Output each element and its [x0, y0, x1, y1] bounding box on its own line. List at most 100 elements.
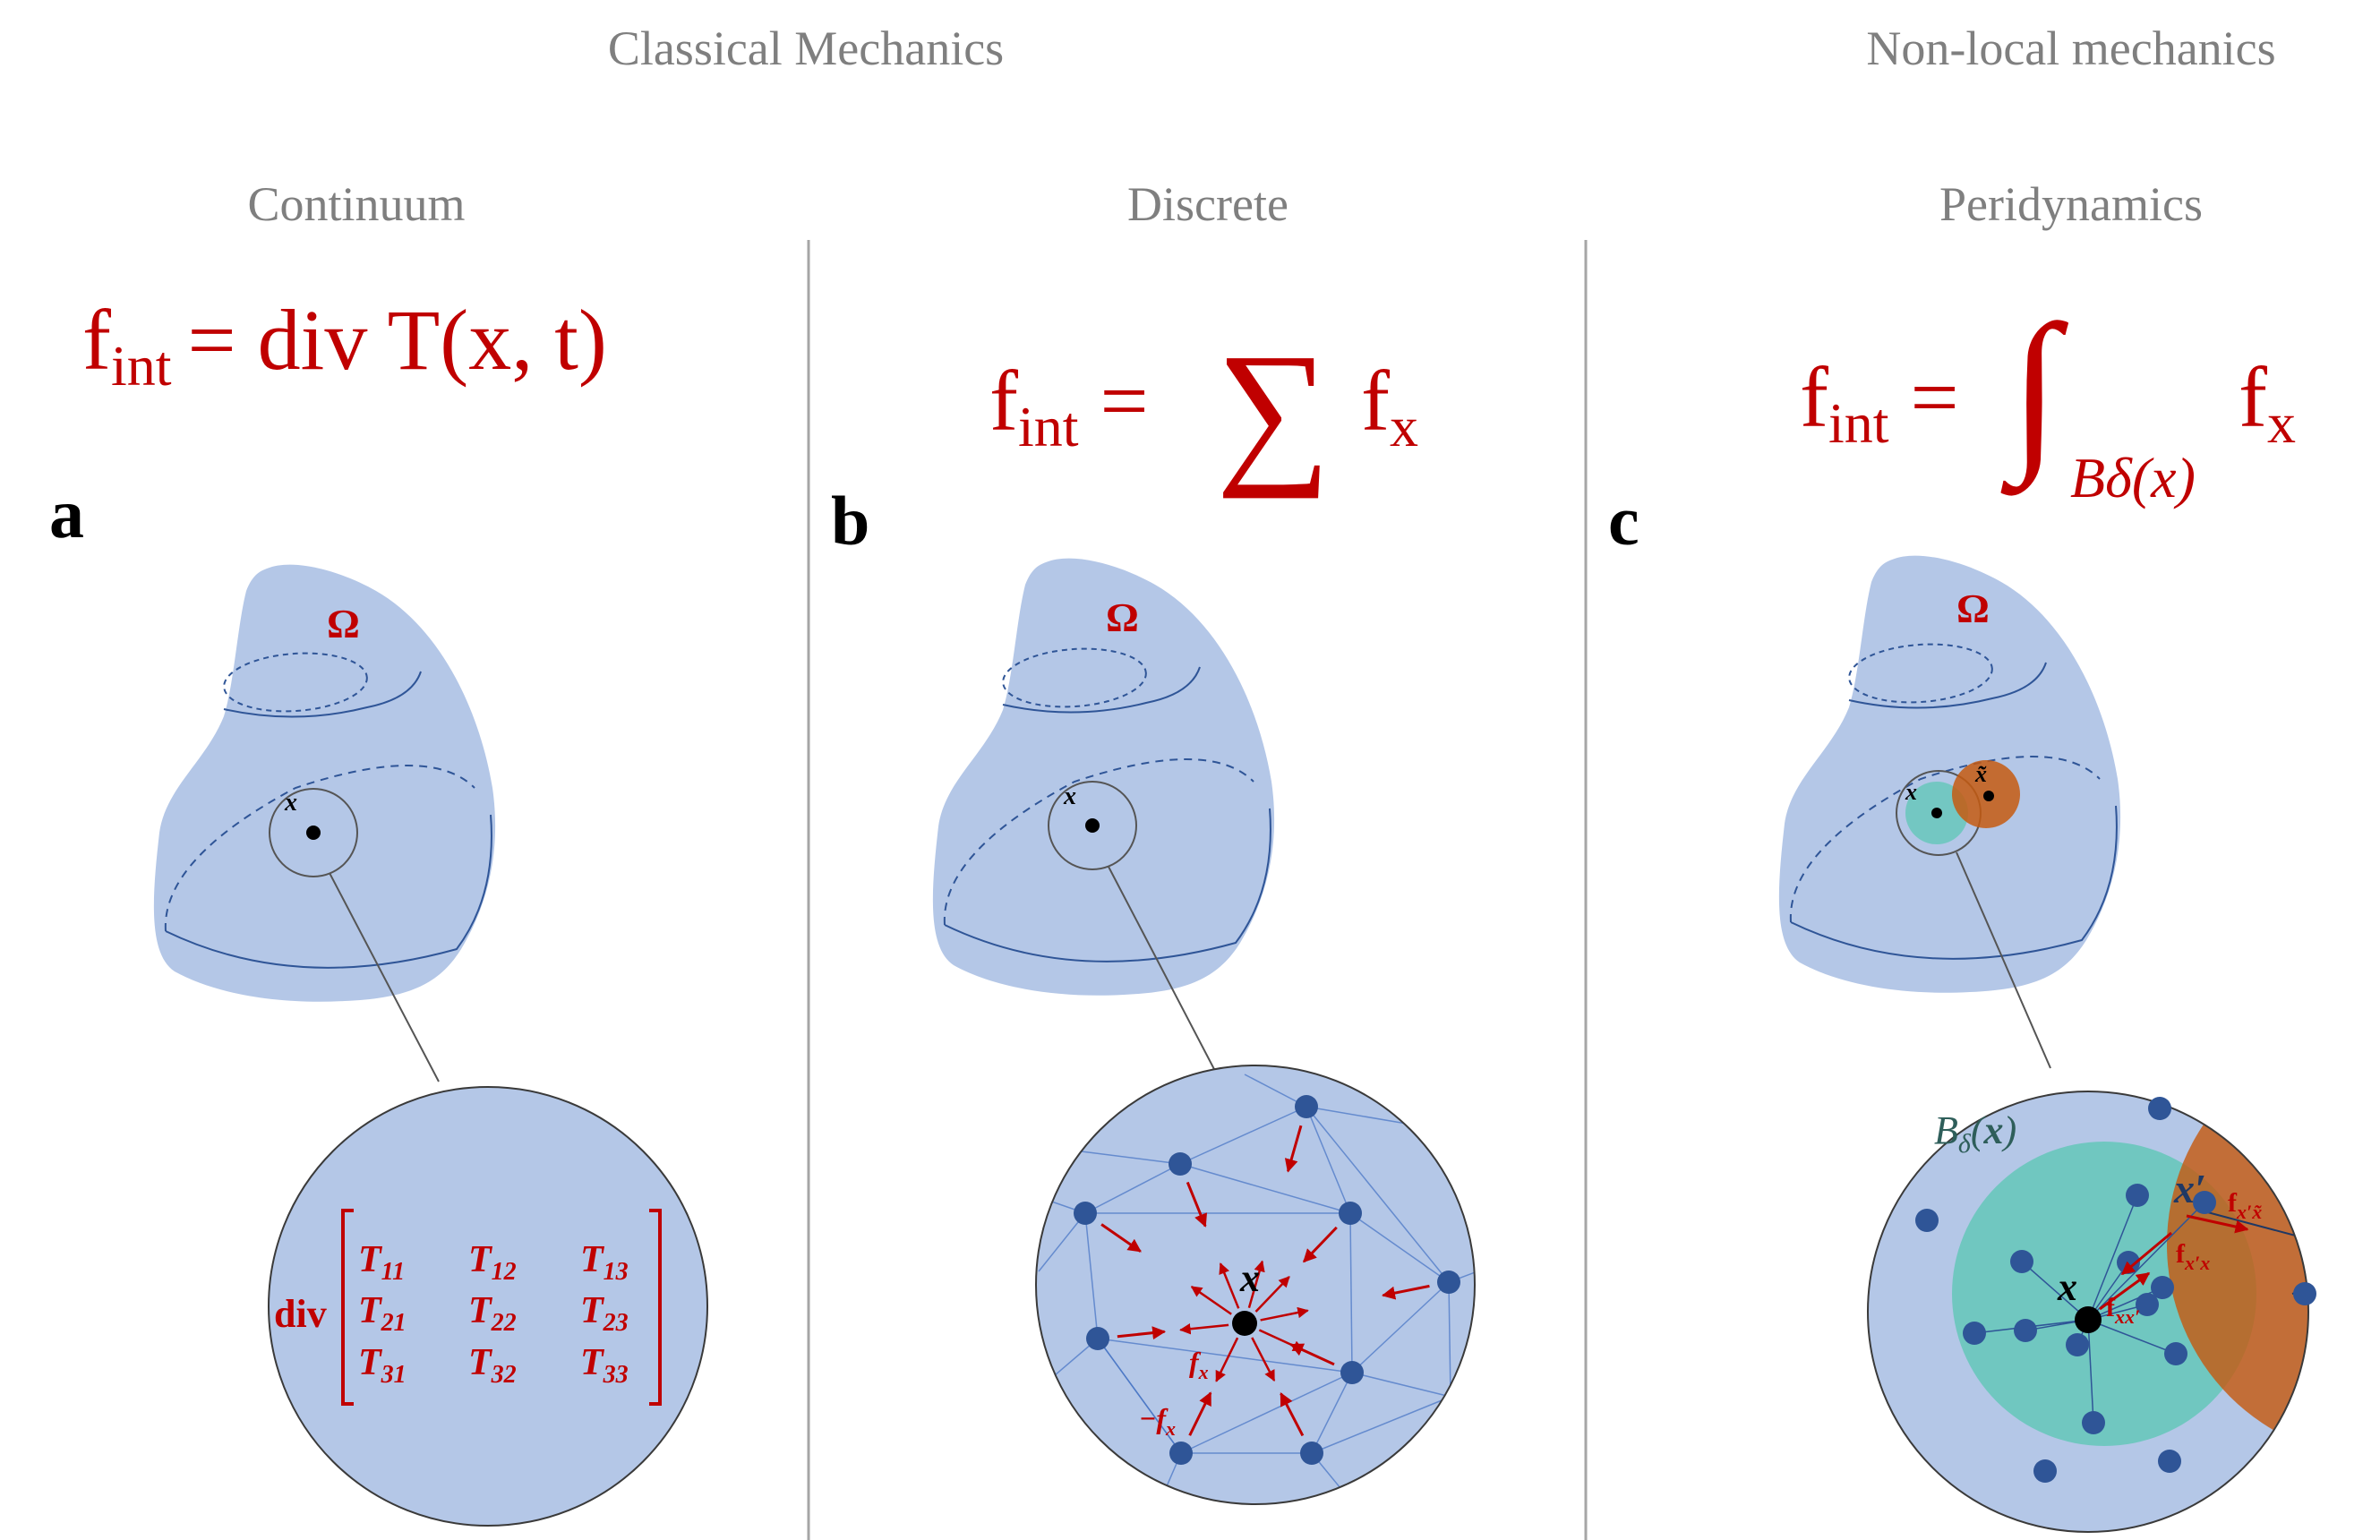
svg-text:fx: fx — [2239, 349, 2296, 455]
matrix-cell: T12 — [468, 1239, 517, 1286]
mesh-node — [1086, 1327, 1109, 1350]
particle-node — [2082, 1411, 2105, 1434]
inward-arrow — [1186, 1181, 1208, 1228]
force-label-xpx: fx′x — [2176, 1239, 2210, 1274]
matrix-cells: T11 T12 T13 T21 T22 T23 T31 T32 T33 — [358, 1239, 629, 1389]
particle-node — [2033, 1459, 2057, 1483]
fx-label: fx — [1189, 1346, 1209, 1383]
bond-line — [2087, 1194, 2138, 1321]
center-node-c — [2075, 1306, 2102, 1333]
header-nonlocal: Non-local mechanics — [1866, 21, 2275, 75]
outward-arrow — [1254, 1276, 1290, 1313]
point-x-a — [306, 826, 321, 840]
center-label-c: x — [2057, 1265, 2077, 1309]
point-x-label-b: x — [1063, 783, 1076, 810]
integral-domain: Bδ(x) — [2070, 446, 2196, 509]
bond-line — [2087, 1319, 2094, 1424]
particle-node — [2293, 1282, 2316, 1305]
outward-arrow — [1215, 1337, 1239, 1382]
mesh-edge — [1179, 1163, 1351, 1214]
force-label-xpxt: fx′x̃ — [2228, 1188, 2262, 1223]
omega-label-c: Ω — [1956, 586, 1990, 631]
matrix-div: div — [274, 1292, 327, 1336]
particle-node — [1963, 1322, 1986, 1345]
point-x-label-c: x — [1905, 779, 1917, 805]
mesh-edge — [1349, 1212, 1450, 1283]
integral-symbol: ∫ — [2000, 289, 2068, 496]
inward-arrow — [1302, 1226, 1338, 1263]
inward-arrow — [1100, 1223, 1142, 1253]
panel-b-body: Ω x — [932, 558, 1275, 1074]
panel-c-zoom: x Bδ(x) x′ fx′x̃ fx′x fxx′ — [1867, 1091, 2316, 1533]
matrix-cell: T32 — [468, 1342, 517, 1389]
bond-line — [2087, 1202, 2205, 1321]
mesh-edge — [1311, 1372, 1353, 1454]
outward-arrow — [1260, 1306, 1309, 1322]
force-label-xxp: fxx′ — [2106, 1293, 2140, 1328]
mesh-edge — [1038, 1212, 1086, 1272]
mesh-node — [1169, 1442, 1193, 1465]
mesh-node — [1169, 1152, 1192, 1176]
omega-label-b: Ω — [1106, 595, 1139, 640]
omega-label-a: Ω — [327, 601, 360, 646]
particle-node — [2066, 1333, 2089, 1356]
inward-arrow — [1382, 1284, 1430, 1300]
mesh-edge — [1179, 1106, 1307, 1165]
mesh-node — [1437, 1270, 1460, 1294]
mesh-edge — [1097, 1338, 1353, 1373]
svg-text:fint=: fint= — [1800, 349, 1959, 455]
mesh-edge — [1349, 1212, 1353, 1373]
inward-arrow — [1117, 1326, 1167, 1340]
outward-arrow — [1219, 1262, 1240, 1309]
particle-node — [2136, 1293, 2159, 1316]
mesh-edge — [1306, 1106, 1450, 1283]
outward-arrow — [1247, 1260, 1265, 1309]
matrix-cell: T13 — [580, 1239, 629, 1286]
panel-b-zoom: x fx −fx — [1035, 1065, 1476, 1505]
panel-label-a: a — [49, 475, 84, 552]
point-x-b — [1085, 818, 1100, 833]
panel-a-body: Ω x — [153, 564, 496, 1082]
svg-text:fint= div T(x, t): fint= div T(x, t) — [82, 292, 607, 398]
equation-c: fint= ∫ Bδ(x) fx — [1800, 289, 2296, 509]
inward-arrow — [1188, 1391, 1212, 1436]
header-classical: Classical Mechanics — [608, 21, 1004, 75]
inward-arrow — [1284, 1125, 1303, 1173]
center-label-b: x — [1239, 1256, 1260, 1300]
bond-line — [2087, 1287, 2163, 1321]
mesh-node — [1074, 1202, 1097, 1225]
mesh-edge — [1180, 1372, 1353, 1454]
particle-node — [2010, 1250, 2033, 1273]
bond-line — [2087, 1319, 2177, 1355]
particle-node — [2158, 1450, 2181, 1473]
matrix-cell: T21 — [358, 1290, 407, 1337]
equation-b: fint= ∑ fx — [989, 321, 1418, 499]
panel-c-body: Ω x x̃ — [1778, 555, 2121, 1069]
panel-a-zoom: div T11 T12 T13 T21 T22 T23 T31 T32 T33 — [268, 1086, 708, 1527]
header-discrete: Discrete — [1127, 177, 1288, 231]
mesh-node — [1340, 1361, 1364, 1384]
header-continuum: Continuum — [247, 177, 465, 231]
inward-arrow — [1280, 1392, 1305, 1437]
svg-text:fx: fx — [1361, 353, 1418, 458]
panel-label-b: b — [831, 482, 869, 560]
point-xtilde-c — [1983, 791, 1994, 801]
header-peridynamics: Peridynamics — [1939, 177, 2203, 231]
mesh-nodes — [1074, 1095, 1460, 1465]
point-x-c — [1931, 808, 1942, 818]
neighborhood-label: Bδ(x) — [1934, 1108, 2016, 1159]
mesh-edge — [1084, 1212, 1099, 1339]
mesh-edge — [1084, 1163, 1181, 1214]
particle-node — [2126, 1184, 2149, 1207]
mesh-edge — [1097, 1338, 1182, 1454]
particle-node — [2151, 1276, 2174, 1299]
particle-node — [2148, 1097, 2171, 1120]
mesh-edge — [1306, 1106, 1351, 1214]
matrix-cell: T22 — [468, 1290, 517, 1337]
matrix-cell: T33 — [580, 1342, 629, 1389]
mesh-node — [1339, 1202, 1362, 1225]
force-arrows — [1100, 1125, 1430, 1437]
mesh-node — [1300, 1442, 1323, 1465]
mesh-edge — [1448, 1281, 1451, 1398]
outward-arrow — [1179, 1323, 1229, 1335]
